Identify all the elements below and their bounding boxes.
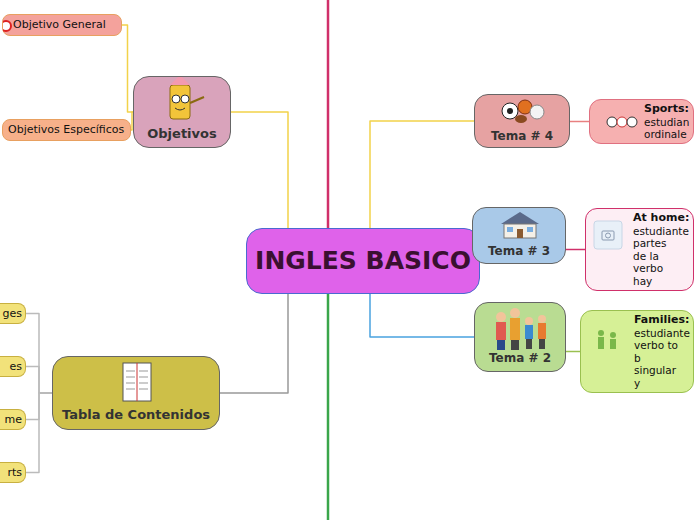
central-topic: INGLES BASICO [246,228,480,294]
pencil-icon [134,77,232,127]
branch-box: Tabla de Contenidos [52,356,220,430]
branch-connector [26,314,52,394]
branch-connector [370,294,474,337]
family-icon [475,303,567,353]
leaf-box: rts [0,462,26,483]
node-label: ges [2,307,22,320]
branch-connector [231,112,288,228]
topic-box: Tema # 4 [474,94,570,148]
node-label: es [2,360,22,373]
offscreen-branch [327,0,330,228]
sports-balls-icon [475,95,571,129]
branch-connector [220,294,288,393]
node-label: At home: [633,211,690,224]
node-body: estudian ordinale [644,116,690,141]
house-icon [473,208,567,242]
notebook-icon [53,357,221,407]
node-body: estudiante verbo to b singular y [634,327,680,390]
node-label: Objetivo General [13,18,116,31]
node-label: Families: [634,313,690,326]
branch-connector [370,121,474,228]
detail-box: At home:estudiante partes de la verbo ha… [585,208,694,291]
node-label: Objetivos Específicos [8,123,125,136]
leaf-box: me [0,409,26,430]
node-label: Sports: [644,102,690,115]
people-icon [581,311,633,381]
node-label: rts [2,466,22,479]
detail-box: Families:estudiante verbo to b singular … [580,310,694,393]
node-label: Tema # 3 [477,244,561,258]
branch-connector [26,393,52,473]
branch-box: Objetivos [133,76,231,148]
topic-box: Tema # 2 [474,302,566,372]
node-label: Objetivos [138,126,226,142]
branch-connector [566,249,585,251]
branch-connector [566,351,580,353]
leaf-box: Objetivos Específicos [2,119,131,141]
topic-box: Tema # 3 [472,207,566,264]
branch-connector [26,367,52,394]
node-label: Tabla de Contenidos [57,407,215,423]
branch-connector [122,25,133,112]
leaf-box: ges [0,303,26,324]
node-label: Tema # 2 [479,351,561,365]
node-label: me [2,413,22,426]
branch-connector [570,121,589,123]
node-label: INGLES BASICO [255,248,471,274]
leaf-box: Objetivo General [2,14,122,36]
leaf-box: es [0,356,26,377]
node-label: Tema # 4 [479,129,565,143]
sports-small-icon [590,100,642,144]
detail-box: Sports:estudian ordinale [589,99,694,144]
offscreen-branch [327,294,330,520]
image-placeholder-icon [586,209,634,263]
node-body: estudiante partes de la verbo hay [633,225,679,288]
